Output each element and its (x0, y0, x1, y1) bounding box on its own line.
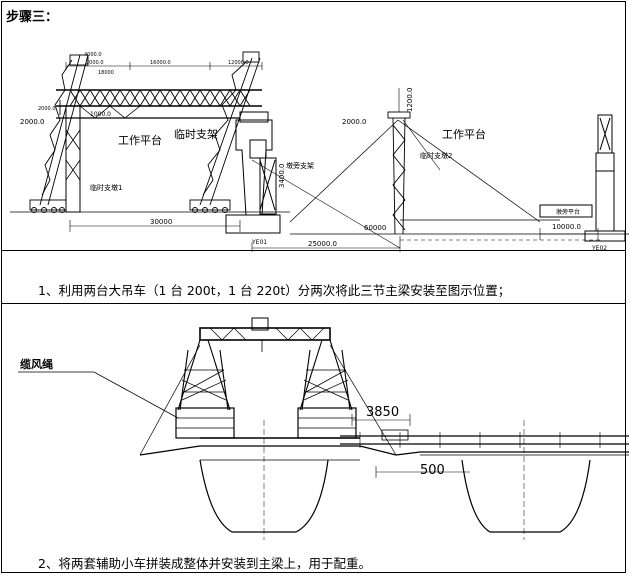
dim-small-b: 2000.0 (38, 106, 56, 112)
cable-right (397, 119, 541, 223)
dim-25000: 25000.0 (308, 240, 337, 248)
dim-small-a: 4000.0 (84, 52, 102, 58)
label-temp-support-2: 临时支墩2 (420, 151, 452, 160)
dim-1000: 1000.0 (90, 111, 111, 118)
dim-2000-left: 2000.0 (20, 118, 45, 126)
temp-tower-2 (387, 88, 411, 235)
gantry-tower-left (175, 339, 235, 439)
crane-left (29, 54, 89, 213)
label-bearing-right: 墩旁平台 (556, 208, 580, 216)
dim-small-c: 18000 (98, 70, 114, 76)
dim-2000-right: 2000.0 (342, 118, 367, 126)
caption-step-1: 1、利用两台大吊车（1 台 200t，1 台 220t）分两次将此三节主梁安装至… (38, 283, 511, 298)
step-title: 步骤三： (6, 10, 59, 25)
crane-right (189, 51, 261, 213)
dim-60000: 60000 (364, 224, 386, 232)
truss-diagonals (69, 89, 251, 107)
label-bearing-frame: 墩旁支架 (286, 161, 314, 170)
dim-1200: 1200.0 (406, 88, 414, 113)
gantry-top-beam (199, 327, 331, 341)
divider-middle (1, 303, 626, 304)
divider-top (1, 250, 626, 251)
guy-rope-leader (18, 371, 179, 419)
cable-left (289, 119, 399, 223)
dim-span-right: 12000.0 (228, 60, 249, 66)
label-temp-frame: 临时支架 (174, 127, 218, 141)
dim-500: 500 (420, 463, 445, 478)
dim-3850: 3850 (366, 405, 399, 420)
dim-10000: 10000.0 (552, 223, 581, 231)
label-ye02: YE02 (591, 245, 607, 252)
gantry-tower-right (297, 339, 357, 439)
dim-vertical-left: 3400.0 (278, 164, 286, 189)
label-guy-rope: 缆风绳 (20, 357, 53, 371)
label-work-platform-left: 工作平台 (118, 133, 162, 147)
pier-left (225, 111, 281, 234)
label-temp-support-1: 临时支墩1 (90, 183, 122, 192)
pier-head-right (461, 459, 591, 533)
temp-support-1 (65, 105, 81, 213)
deck-left (139, 445, 397, 456)
dim-span-mid: 16000.0 (150, 60, 171, 66)
dim-30000: 30000 (150, 218, 172, 226)
dim-span-left: 2000.0 (86, 60, 104, 66)
label-ye01: YE01 (251, 239, 267, 246)
label-work-platform-right: 工作平台 (442, 127, 486, 141)
top-elevation-diagram: 2000.0 2000.0 16000.0 12000.0 4000.0 200… (10, 51, 629, 252)
caption-step-2: 2、将两套辅助小车拼装成整体并安装到主梁上，用于配重。 (38, 556, 371, 571)
pier-right (539, 114, 626, 242)
